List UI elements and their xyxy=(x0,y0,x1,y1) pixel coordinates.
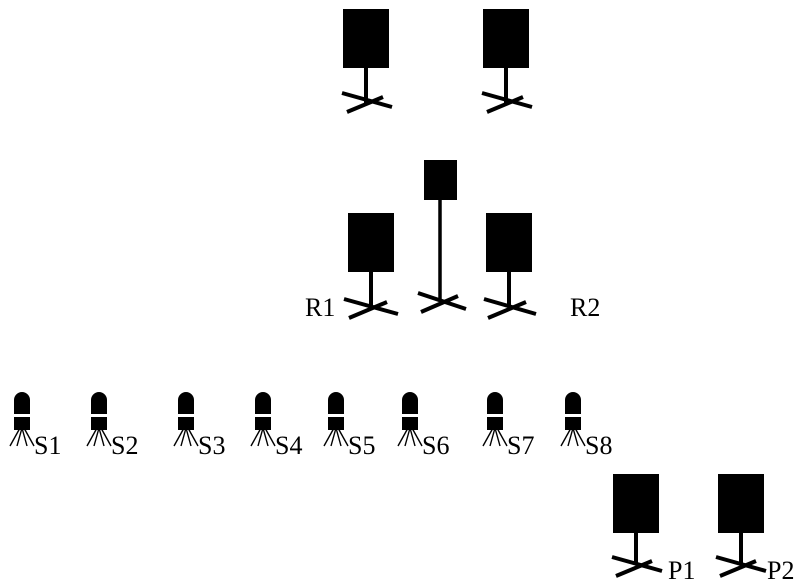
small-speaker-1: S1 xyxy=(9,392,61,460)
small-speaker-row: S1 S2 S3 S4 S5 S6 S7 S8 xyxy=(9,392,612,460)
small-speaker-5: S5 xyxy=(323,392,375,460)
speaker-label-p1: P1 xyxy=(668,556,695,580)
small-speaker-body xyxy=(91,392,107,430)
small-speaker-body xyxy=(565,392,581,430)
center-tall-speaker xyxy=(417,160,467,314)
small-speaker-body xyxy=(402,392,418,430)
small-speaker-body xyxy=(14,392,30,430)
reference-speaker-r1 xyxy=(343,213,399,320)
small-speaker-2: S2 xyxy=(86,392,138,460)
speaker-label-r2: R2 xyxy=(570,293,600,322)
speaker-label-s8: S8 xyxy=(585,431,612,460)
bottom-speaker-p1 xyxy=(611,474,663,578)
speaker-label-s2: S2 xyxy=(111,431,138,460)
small-speaker-body xyxy=(487,392,503,430)
speaker-label-s4: S4 xyxy=(275,431,302,460)
speaker-label-p2: P2 xyxy=(767,556,794,580)
bottom-speaker-p2 xyxy=(715,474,767,578)
speaker-label-s6: S6 xyxy=(422,431,449,460)
small-speaker-body xyxy=(328,392,344,430)
speaker-label-s1: S1 xyxy=(34,431,61,460)
small-speaker-body xyxy=(178,392,194,430)
speaker-label-s7: S7 xyxy=(507,431,534,460)
small-speaker-8: S8 xyxy=(560,392,612,460)
small-speaker-7: S7 xyxy=(482,392,534,460)
small-speaker-6: S6 xyxy=(397,392,449,460)
speaker-label-s3: S3 xyxy=(198,431,225,460)
speaker-label-s5: S5 xyxy=(348,431,375,460)
top-speaker-left xyxy=(341,9,393,114)
reference-speaker-r2 xyxy=(483,213,537,320)
small-speaker-3: S3 xyxy=(173,392,225,460)
small-speaker-body xyxy=(255,392,271,430)
speaker-label-r1: R1 xyxy=(305,293,335,322)
small-speaker-4: S4 xyxy=(250,392,302,460)
top-speaker-right xyxy=(481,9,533,114)
